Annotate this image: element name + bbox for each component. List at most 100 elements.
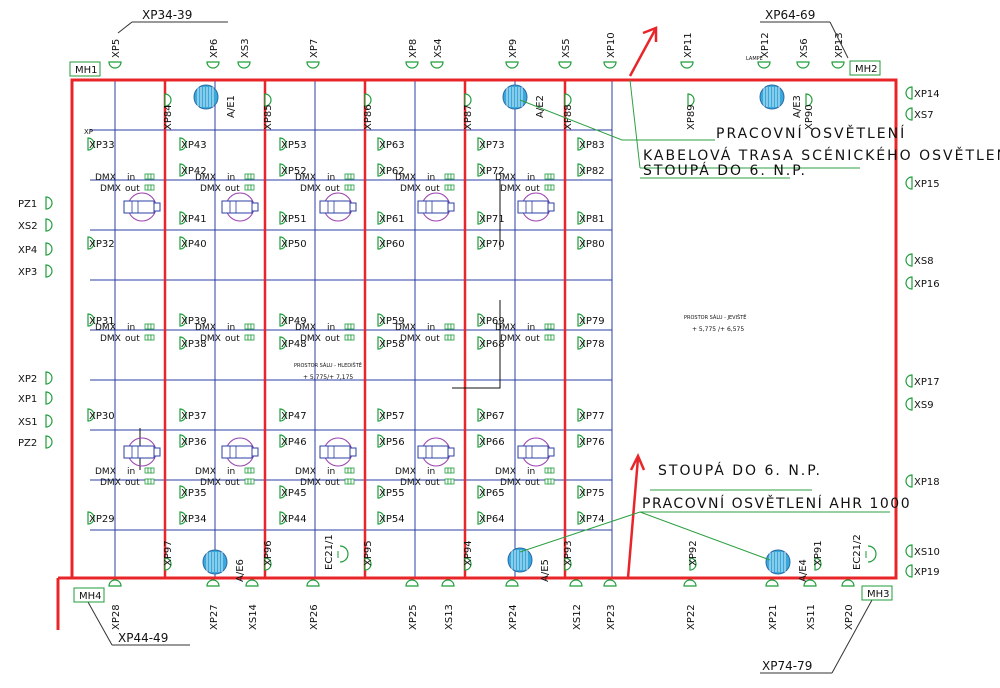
socket-inner	[577, 511, 585, 525]
dmx-port	[350, 323, 355, 330]
dmx-label: DMX	[100, 184, 121, 194]
socket-top	[831, 61, 845, 69]
stage-spot-body	[123, 445, 155, 459]
dmx-port	[550, 478, 555, 485]
dmx-label: DMX	[295, 323, 316, 333]
socket-label-wall-top: XP88	[563, 104, 574, 130]
dmx-in-label: in	[227, 173, 235, 183]
socket-label-inner: XP49	[281, 316, 307, 327]
socket-inner	[279, 408, 287, 422]
dmx-port	[250, 184, 255, 191]
socket-label-bottom: XS14	[248, 604, 259, 630]
socket-label-left: XP2	[18, 374, 37, 385]
dmx-label: DMX	[400, 184, 421, 194]
socket-label-inner: XP60	[379, 239, 405, 250]
socket-label-inner: XP31	[89, 316, 115, 327]
dmx-out-label: out	[425, 184, 440, 194]
socket-right	[905, 176, 913, 190]
dmx-out-label: out	[325, 334, 340, 344]
socket-inner	[577, 313, 585, 327]
dmx-port	[450, 478, 455, 485]
dmx-port	[444, 184, 449, 191]
stage-spot-body	[417, 200, 449, 214]
dmx-label: DMX	[300, 334, 321, 344]
socket-label-inner: XP71	[479, 214, 505, 225]
socket-label-inner: XP62	[379, 166, 405, 177]
socket-inner	[577, 408, 585, 422]
dmx-label: DMX	[95, 323, 116, 333]
dmx-port	[250, 467, 255, 474]
dmx-port	[247, 173, 252, 180]
socket-inner	[279, 313, 287, 327]
stage-fixtures	[123, 84, 877, 575]
dmx-port	[444, 467, 449, 474]
socket-label-top: XP12	[760, 32, 771, 58]
socket-wall-top	[805, 93, 813, 107]
socket-label-inner: XP58	[379, 339, 405, 350]
socket-top	[558, 61, 572, 69]
socket-inner	[477, 236, 485, 250]
socket-inner	[477, 434, 485, 448]
socket-inner	[577, 236, 585, 250]
socket-wall-top	[264, 93, 272, 107]
dmx-port	[144, 334, 149, 341]
socket-label-inner: XP52	[281, 166, 307, 177]
socket-right	[905, 86, 913, 100]
socket-label-bottom: XP26	[309, 604, 320, 630]
socket-inner	[179, 236, 187, 250]
socket-label-right: XS10	[914, 547, 940, 558]
socket-label-inner: XP34	[181, 514, 207, 525]
dmx-port	[147, 173, 152, 180]
socket-label-wall-top: XP86	[363, 104, 374, 130]
dmx-port	[350, 184, 355, 191]
dmx-port	[144, 467, 149, 474]
socket-inner	[477, 336, 485, 350]
dmx-label: DMX	[300, 478, 321, 488]
dmx-port	[547, 467, 552, 474]
socket-bottom	[603, 579, 617, 587]
dmx-port	[244, 323, 249, 330]
socket-bottom	[306, 579, 320, 587]
socket-label-top: XP11	[683, 32, 694, 58]
dmx-port	[550, 467, 555, 474]
socket-label-inner: XP44	[281, 514, 307, 525]
dmx-port	[147, 184, 152, 191]
socket-label-left: PZ2	[18, 438, 37, 449]
dmx-out-label: out	[225, 478, 240, 488]
fixture-label: A/E2	[535, 95, 546, 118]
socket-inner	[179, 511, 187, 525]
socket-label-bottom: XS13	[444, 604, 455, 630]
dmx-port	[247, 323, 252, 330]
socket-label-inner: XP79	[579, 316, 605, 327]
socket-label-inner: XP32	[89, 239, 115, 250]
socket-inner	[577, 434, 585, 448]
socket-label-left: XP4	[18, 245, 37, 256]
dmx-port	[150, 334, 155, 341]
manhole-mh1: MH1	[69, 61, 101, 77]
dmx-in-label: in	[227, 467, 235, 477]
stage-spot-lens	[547, 202, 555, 212]
socket-wall-top	[164, 93, 172, 107]
socket-inner	[87, 313, 95, 327]
socket-wall-bottom	[264, 557, 272, 571]
socket-top	[405, 61, 419, 69]
socket-wall-top	[364, 93, 372, 107]
socket-inner	[179, 485, 187, 499]
socket-label-inner: XP82	[579, 166, 605, 177]
work-light-fixture	[507, 547, 533, 573]
socket-label-wall-bottom: XP91	[813, 540, 824, 566]
dmx-port	[350, 334, 355, 341]
socket-label-right: XS9	[914, 400, 934, 411]
socket-inner	[477, 485, 485, 499]
socket-inner	[279, 211, 287, 225]
dmx-in-label: in	[327, 467, 335, 477]
socket-label-wall-top: XP89	[686, 104, 697, 130]
socket-label-top: XP7	[309, 39, 320, 58]
socket-top	[680, 61, 694, 69]
socket-inner	[477, 137, 485, 151]
dmx-out-label: out	[325, 184, 340, 194]
socket-top	[757, 61, 771, 69]
socket-label-inner: XP57	[379, 411, 405, 422]
socket-label-top: XS6	[799, 38, 810, 58]
